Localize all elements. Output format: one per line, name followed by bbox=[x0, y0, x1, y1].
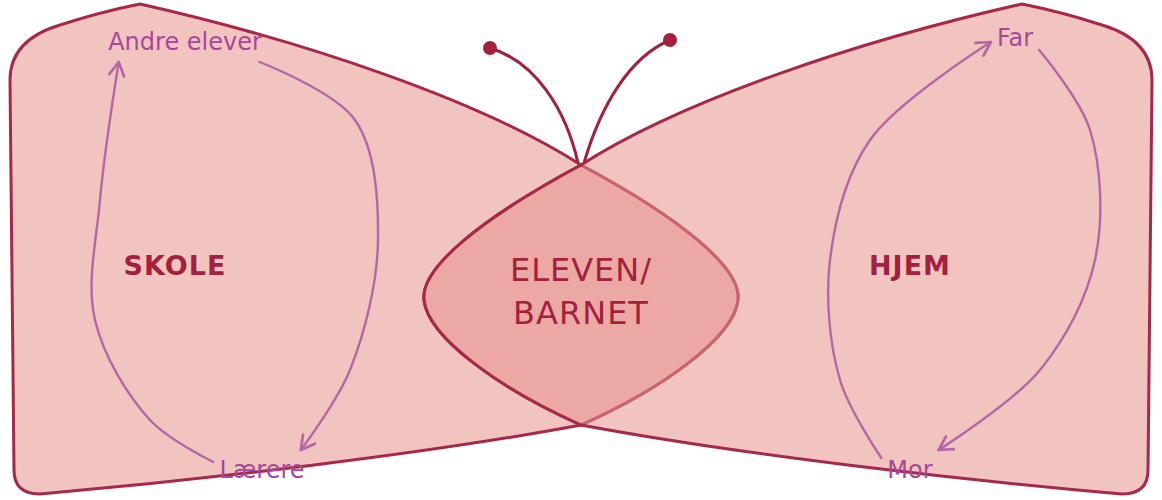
wing-region: SKOLE Andre eleverLærere bbox=[0, 0, 745, 500]
antenna-dot bbox=[663, 33, 677, 47]
region-label: HJEM bbox=[869, 250, 951, 281]
member-label: Mor bbox=[887, 456, 932, 484]
member-label-box: Far bbox=[991, 18, 1039, 58]
wing-region-outline bbox=[417, 0, 1162, 500]
wing-region-outline bbox=[0, 0, 745, 500]
member-label-box: Mor bbox=[881, 450, 938, 490]
member-label: Far bbox=[997, 24, 1033, 52]
region-label: SKOLE bbox=[124, 250, 227, 281]
antenna-dot bbox=[483, 41, 497, 55]
member-label-box: Andre elever bbox=[102, 22, 268, 62]
member-label-box: Lærere bbox=[213, 450, 310, 490]
wing-region-shape bbox=[424, 4, 1152, 494]
member-label: Lærere bbox=[219, 456, 304, 484]
member-label: Andre elever bbox=[108, 28, 262, 56]
wing-region: HJEM FarMor bbox=[417, 0, 1162, 500]
center-label: ELEVEN/ BARNET bbox=[481, 249, 681, 335]
center-oval: ELEVEN/ BARNET bbox=[420, 160, 742, 430]
